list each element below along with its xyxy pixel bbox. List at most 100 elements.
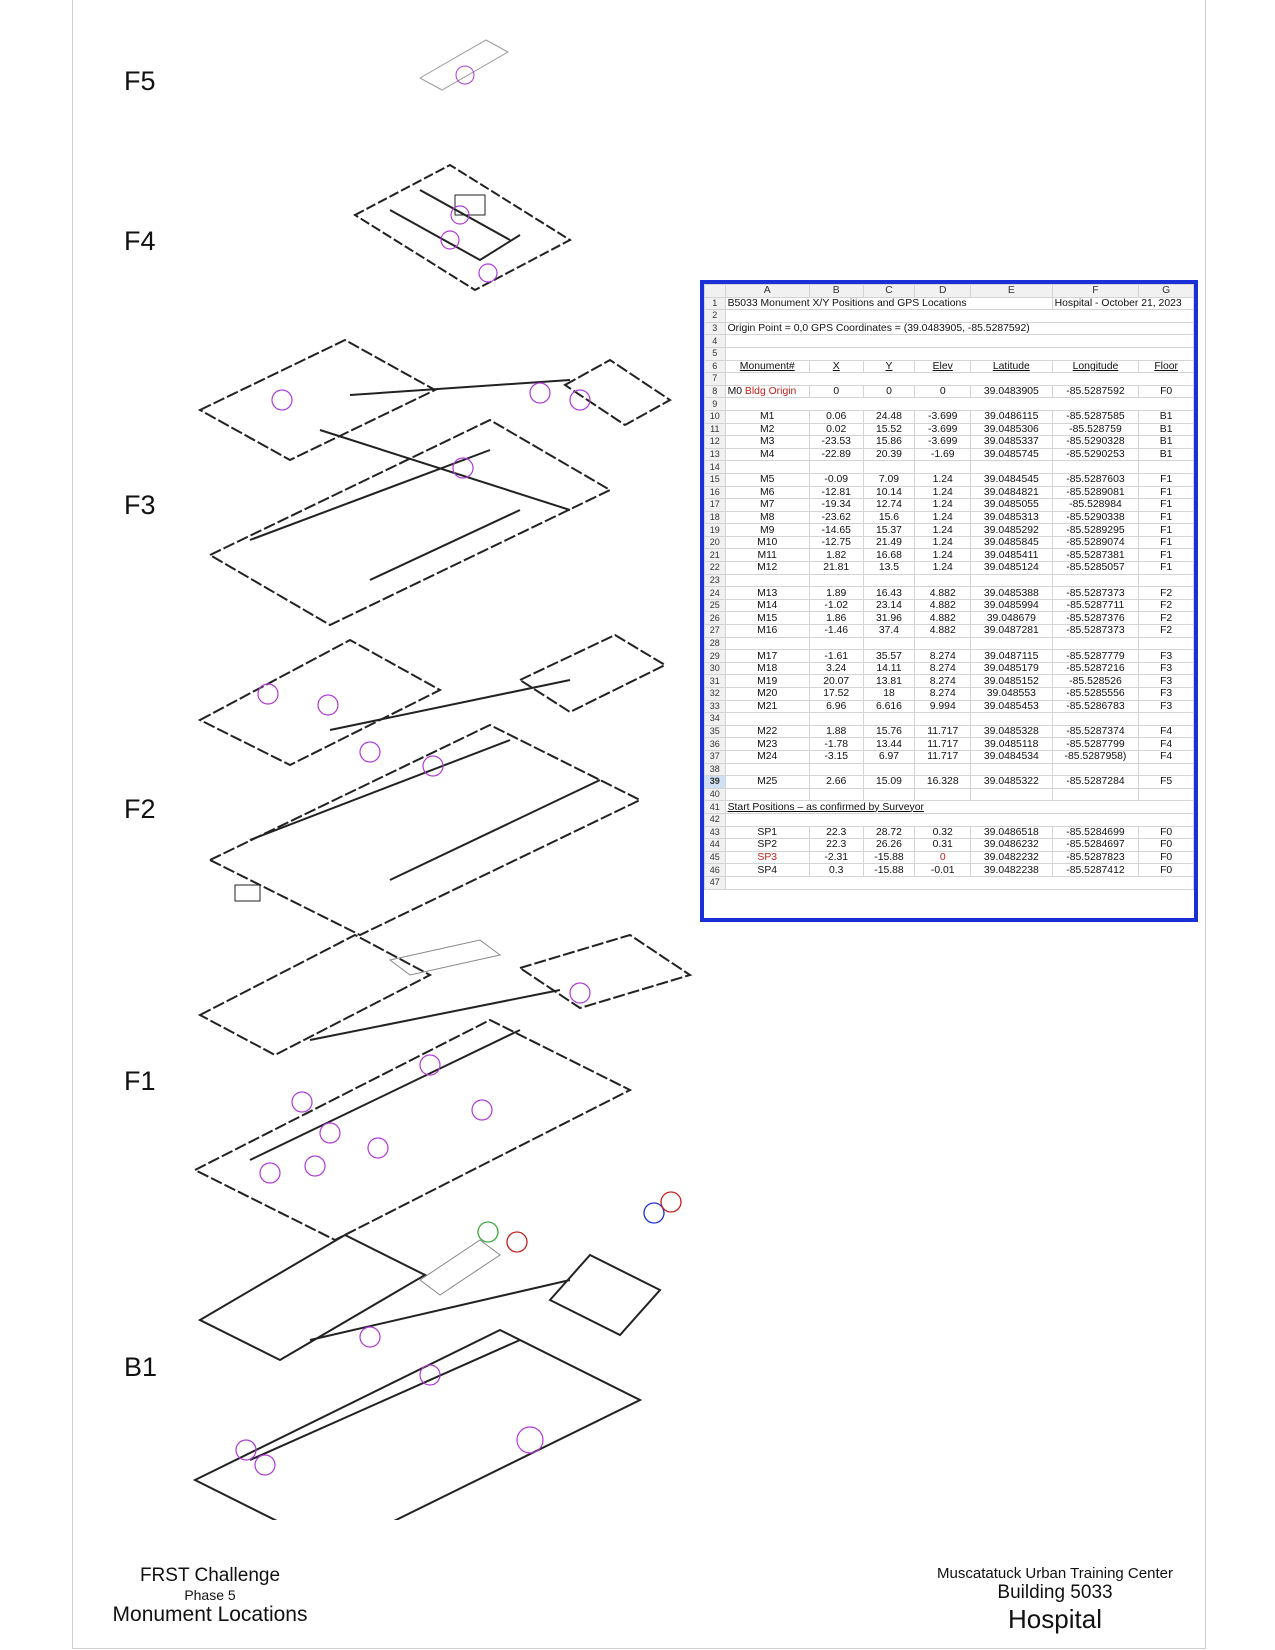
cell-lat[interactable]: 39.0485313 xyxy=(970,510,1053,525)
cell-f[interactable] xyxy=(1138,460,1194,474)
cell-f[interactable]: F2 xyxy=(1138,598,1194,613)
cell-f[interactable]: B1 xyxy=(1138,447,1194,462)
origin-x[interactable]: 0 xyxy=(808,384,864,399)
cell-lat[interactable]: 39.0485152 xyxy=(970,674,1053,688)
cell-e[interactable]: 4.882 xyxy=(914,598,972,613)
cell-m[interactable]: M23 xyxy=(724,737,810,751)
cell-x[interactable]: -23.62 xyxy=(808,510,864,525)
cell-y[interactable]: 14.11 xyxy=(862,661,916,676)
cell-y[interactable]: 13.44 xyxy=(862,737,916,751)
cell-lon[interactable]: -85.5284697 xyxy=(1051,838,1140,852)
cell-e[interactable]: 11.717 xyxy=(914,737,972,751)
cell-lat[interactable]: 39.0485453 xyxy=(970,699,1053,714)
cell-e[interactable]: 1.24 xyxy=(914,472,972,487)
cell-y[interactable]: 23.14 xyxy=(862,598,916,613)
cell-f[interactable]: F1 xyxy=(1138,561,1194,575)
cell-e[interactable]: 4.882 xyxy=(914,624,972,638)
cell-y[interactable]: -15.88 xyxy=(862,850,916,865)
cell-m[interactable]: M3 xyxy=(724,435,810,449)
cell-m[interactable]: M14 xyxy=(724,598,810,613)
cell-lat[interactable]: 39.0485411 xyxy=(970,548,1053,563)
cell-x[interactable]: -12.75 xyxy=(808,535,864,550)
cell-lon[interactable]: -85.5287381 xyxy=(1051,548,1140,563)
col-header-d[interactable]: D xyxy=(914,284,972,298)
cell-x[interactable]: 22.3 xyxy=(808,838,864,852)
cell-lat[interactable]: 39.0485055 xyxy=(970,498,1053,512)
cell-y[interactable]: 7.09 xyxy=(862,472,916,487)
cell-x[interactable]: -2.31 xyxy=(808,850,864,865)
cell-y[interactable]: 21.49 xyxy=(862,535,916,550)
cell-lat[interactable]: 39.0485322 xyxy=(970,775,1053,789)
cell-lon[interactable]: -85.528759 xyxy=(1051,422,1140,437)
cell-f[interactable]: F0 xyxy=(1138,838,1194,852)
cell-lat[interactable]: 39.0485994 xyxy=(970,598,1053,613)
header-floor[interactable]: Floor xyxy=(1138,359,1194,374)
cell-lon[interactable]: -85.5287799 xyxy=(1051,737,1140,751)
cell-lat[interactable]: 39.0487281 xyxy=(970,624,1053,638)
cell-e[interactable]: 1.24 xyxy=(914,485,972,500)
header-longitude[interactable]: Longitude xyxy=(1051,359,1140,374)
cell-x[interactable]: -1.02 xyxy=(808,598,864,613)
cell-lon[interactable]: -85.5287284 xyxy=(1051,775,1140,789)
sheet-date[interactable]: Hospital - October 21, 2023 xyxy=(1051,296,1195,311)
cell-lat[interactable]: 39.0485337 xyxy=(970,435,1053,449)
cell-x[interactable]: -1.46 xyxy=(808,624,864,638)
cell-y[interactable]: 15.37 xyxy=(862,523,916,537)
cell-m[interactable]: M5 xyxy=(724,472,810,487)
origin-elev[interactable]: 0 xyxy=(914,384,972,399)
cell-e[interactable]: -3.699 xyxy=(914,422,972,437)
cell-x[interactable]: -1.61 xyxy=(808,649,864,663)
cell-x[interactable]: 1.86 xyxy=(808,611,864,626)
cell-m[interactable]: M11 xyxy=(724,548,810,563)
cell-x[interactable] xyxy=(808,636,864,651)
cell-y[interactable]: 24.48 xyxy=(862,409,916,424)
cell-x[interactable]: 1.89 xyxy=(808,586,864,600)
cell-f[interactable]: F3 xyxy=(1138,674,1194,688)
cell-lat[interactable]: 39.048553 xyxy=(970,687,1053,701)
cell-f[interactable] xyxy=(1138,787,1194,802)
cell-lon[interactable]: -85.5287779 xyxy=(1051,649,1140,663)
cell-f[interactable]: F5 xyxy=(1138,775,1194,789)
cell-lat[interactable]: 39.0484821 xyxy=(970,485,1053,500)
cell-lon[interactable]: -85.5286783 xyxy=(1051,699,1140,714)
cell-y[interactable]: 26.26 xyxy=(862,838,916,852)
cell-lat[interactable]: 39.0486518 xyxy=(970,825,1053,840)
cell-f[interactable]: F1 xyxy=(1138,472,1194,487)
cell-x[interactable]: -0.09 xyxy=(808,472,864,487)
cell-e[interactable]: 0 xyxy=(914,850,972,865)
cell-x[interactable] xyxy=(808,573,864,588)
cell-lon[interactable]: -85.5287412 xyxy=(1051,863,1140,877)
cell-x[interactable]: -22.89 xyxy=(808,447,864,462)
cell-m[interactable]: M20 xyxy=(724,687,810,701)
cell-e[interactable] xyxy=(914,762,972,777)
cell-lat[interactable]: 39.048679 xyxy=(970,611,1053,626)
sheet-title[interactable]: B5033 Monument X/Y Positions and GPS Loc… xyxy=(724,296,1053,311)
cell-y[interactable]: 12.74 xyxy=(862,498,916,512)
cell-y[interactable]: 15.76 xyxy=(862,724,916,739)
cell-m[interactable]: M15 xyxy=(724,611,810,626)
cell-lat[interactable]: 39.0485745 xyxy=(970,447,1053,462)
cell-y[interactable]: 15.09 xyxy=(862,775,916,789)
cell-y[interactable]: 31.96 xyxy=(862,611,916,626)
header-x[interactable]: X xyxy=(808,359,864,374)
cell-lon[interactable]: -85.5287711 xyxy=(1051,598,1140,613)
cell-lon[interactable]: -85.5287374 xyxy=(1051,724,1140,739)
cell-y[interactable]: 13.5 xyxy=(862,561,916,575)
cell-x[interactable]: 0.3 xyxy=(808,863,864,877)
cell-f[interactable]: B1 xyxy=(1138,409,1194,424)
cell-f[interactable]: B1 xyxy=(1138,435,1194,449)
origin-y[interactable]: 0 xyxy=(862,384,916,399)
cell-y[interactable]: 37.4 xyxy=(862,624,916,638)
cell-x[interactable]: 21.81 xyxy=(808,561,864,575)
origin-lat[interactable]: 39.0483905 xyxy=(970,384,1053,399)
cell-m[interactable] xyxy=(724,712,810,726)
cell-e[interactable] xyxy=(914,712,972,726)
cell-f[interactable]: F1 xyxy=(1138,510,1194,525)
cell-f[interactable]: F3 xyxy=(1138,661,1194,676)
cell-lon[interactable]: -85.5287376 xyxy=(1051,611,1140,626)
cell-e[interactable]: 1.24 xyxy=(914,548,972,563)
cell-x[interactable]: -14.65 xyxy=(808,523,864,537)
cell-x[interactable]: 17.52 xyxy=(808,687,864,701)
cell-x[interactable]: 6.96 xyxy=(808,699,864,714)
cell-lon[interactable]: -85.5289295 xyxy=(1051,523,1140,537)
